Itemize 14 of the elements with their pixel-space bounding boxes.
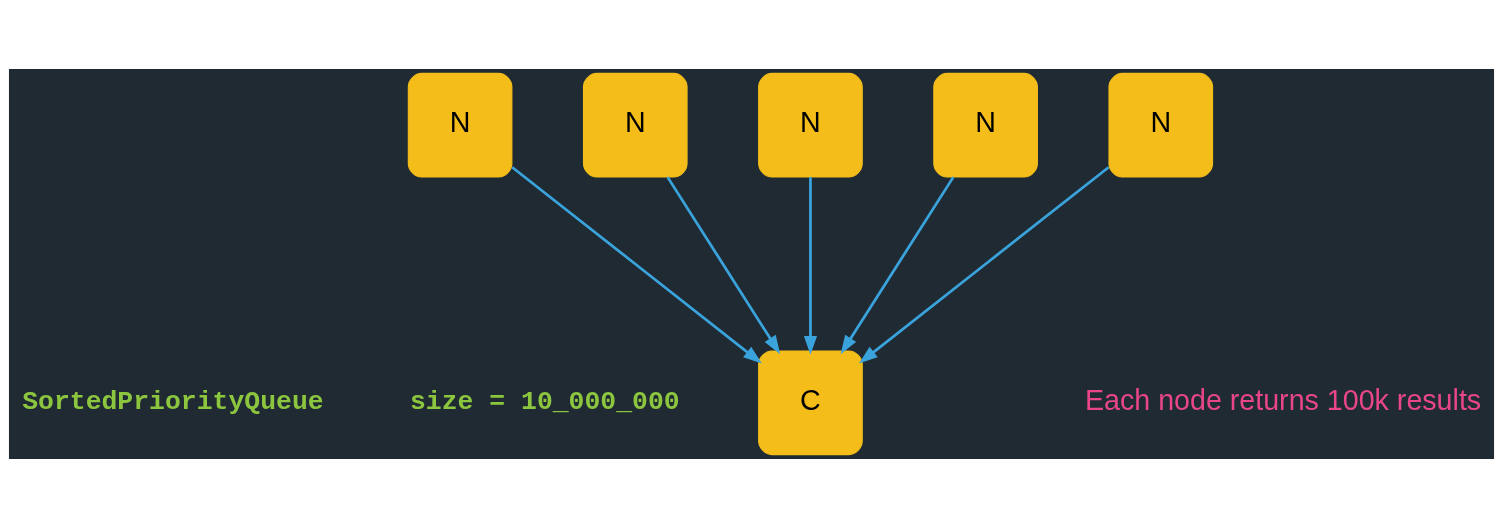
arrow [511,165,762,364]
node-box: N [407,72,513,177]
arrow [803,176,817,355]
node-box: N [1108,72,1214,177]
node-box: N [933,72,1038,177]
label: Each node returns 100k results [1084,383,1482,416]
node-box: N [582,72,688,177]
arrow [666,175,781,354]
arrow [858,165,1110,364]
node-box: N [758,72,863,177]
arrow [840,175,955,354]
label: size = 10_000_000 [409,386,680,417]
label: SortedPriorityQueue [22,386,324,417]
node-box: C [758,349,863,455]
